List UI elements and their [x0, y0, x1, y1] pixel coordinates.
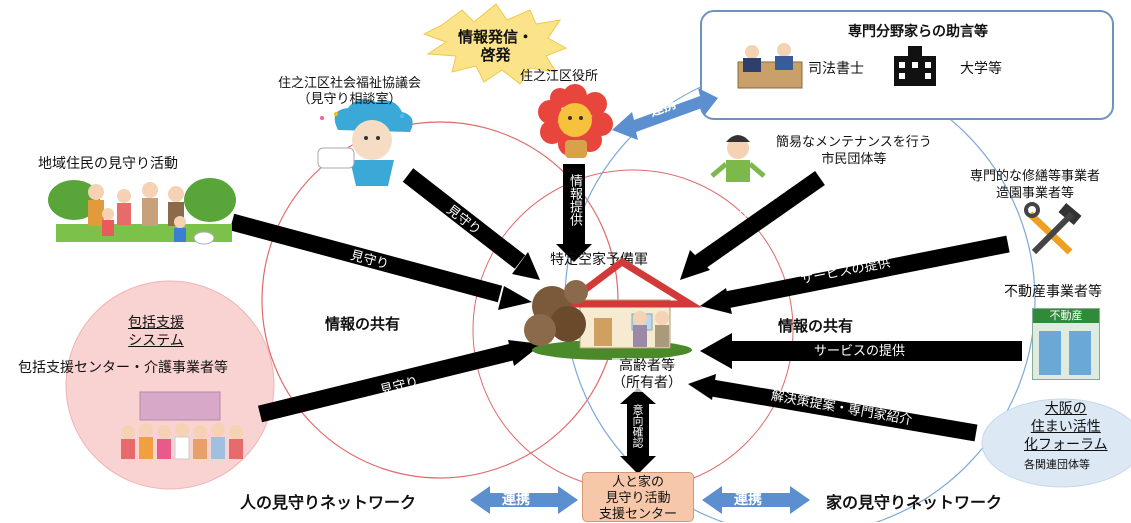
realestate-door [1069, 331, 1091, 375]
renkei-left-label: 連携 [502, 492, 530, 508]
citizen-group-label: 簡易なメンテナンスを行う市民団体等 [776, 135, 932, 167]
university-label: 大学等 [960, 61, 1002, 77]
judicial-label: 司法書士 [808, 61, 864, 77]
repair-label: 専門的な修繕等事業者造園事業者等 [970, 169, 1101, 201]
forum-ellipse [981, 398, 1131, 488]
residents-label: 地域住民の見守り活動 [38, 156, 178, 172]
forum-sublabel: 各関連団体等 [1024, 458, 1090, 471]
info-provide-label: 情報提供 [567, 174, 582, 226]
realestate-window [1039, 331, 1061, 375]
network-people-label: 人の見守りネットワーク [240, 493, 417, 512]
intent-label: 意向確認 [631, 404, 644, 448]
elderly-label: 高齢者等（所有者） [612, 358, 682, 392]
share-right-label: 情報の共有 [778, 317, 854, 335]
share-left-label: 情報の共有 [325, 315, 401, 333]
council-label: 住之江区社会福祉協議会（見守り相談室） [278, 76, 422, 107]
support-center-label: 包括支援センター・介護事業者等 [18, 360, 228, 376]
renkei-right-label: 連携 [734, 492, 762, 508]
service-realestate-label: サービスの提供 [814, 344, 906, 359]
support-system-label: 包括支援システム [128, 315, 184, 349]
realestate-building: 不動産 [1032, 308, 1100, 380]
network-house-label: 家の見守りネットワーク [826, 493, 1003, 512]
ward-office-label: 住之江区役所 [520, 69, 599, 84]
forum-label: 大阪の住まい活性化フォーラム [1024, 401, 1108, 453]
realestate-label: 不動産事業者等 [1004, 284, 1102, 300]
realestate-sign: 不動産 [1033, 309, 1099, 323]
hub-box: 人と家の見守り活動支援センター [582, 472, 694, 522]
burst-text: 情報発信・啓発 [458, 28, 534, 64]
experts-title: 専門分野家らの助言等 [848, 24, 988, 40]
